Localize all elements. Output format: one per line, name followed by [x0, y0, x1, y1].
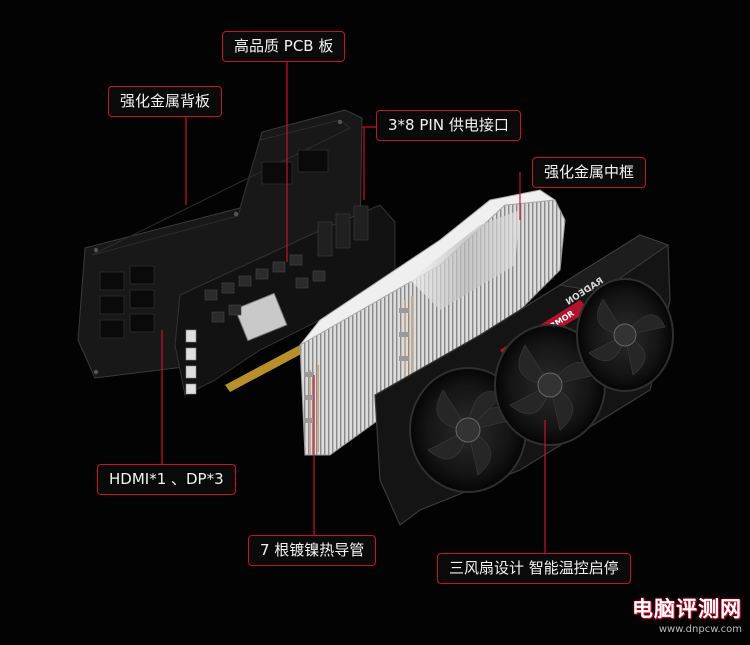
watermark-site-name: 电脑评测网 — [632, 597, 742, 621]
callout-display-ports: HDMI*1 、DP*3 — [97, 464, 236, 495]
callout-fans: 三风扇设计 智能温控启停 — [437, 553, 631, 584]
watermark: 电脑评测网 www.dnpcw.com — [632, 593, 742, 635]
callout-heatpipes: 7 根镀镍热导管 — [248, 535, 377, 566]
metal-middle-frame-heatsink — [299, 189, 566, 456]
callout-leader-lines — [161, 58, 546, 553]
pcb-board — [174, 204, 396, 396]
callout-power-connector: 3*8 PIN 供电接口 — [376, 110, 521, 141]
triple-fan-shroud: VASTARMOR RADEON — [374, 234, 674, 526]
callout-pcb: 高品质 PCB 板 — [222, 31, 346, 62]
metal-backplate — [77, 109, 363, 379]
watermark-url: www.dnpcw.com — [658, 624, 742, 635]
fan-right — [576, 278, 674, 392]
callout-middle-frame: 强化金属中框 — [532, 157, 647, 188]
fan-middle — [494, 324, 606, 446]
callout-backplate: 强化金属背板 — [108, 86, 223, 117]
